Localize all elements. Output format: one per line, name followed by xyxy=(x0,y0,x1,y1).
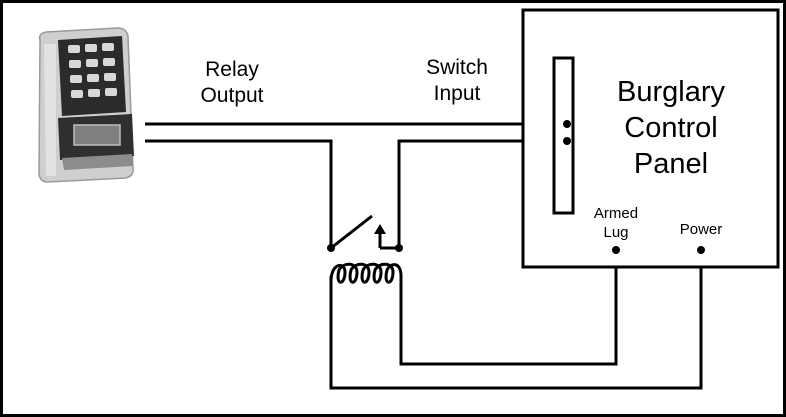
relay-output-label-line2: Output xyxy=(200,84,263,107)
wires xyxy=(145,122,703,390)
armed-lug-label-line1: Armed xyxy=(594,205,638,222)
power-label: Power xyxy=(680,221,723,238)
power-terminal xyxy=(697,246,705,254)
switch-input-label-line1: Switch xyxy=(426,56,488,79)
panel-title-line3: Panel xyxy=(634,148,708,180)
keypad-lock-device-icon xyxy=(38,27,134,183)
panel-title-line2: Control xyxy=(624,112,718,144)
wire-coil-to-power xyxy=(329,250,703,390)
switch-input-label-line2: Input xyxy=(434,82,481,105)
relay-coil-icon xyxy=(329,262,403,284)
relay-switch-icon xyxy=(327,214,403,252)
armed-lug-label-line2: Lug xyxy=(603,224,628,241)
wire-switch-return xyxy=(397,139,567,248)
armed-lug-terminal xyxy=(612,246,620,254)
switch-input-terminal-1 xyxy=(563,120,571,128)
switch-input-terminal-strip xyxy=(552,56,575,215)
wire-relay-output-bottom xyxy=(145,139,333,248)
panel-title-line1: Burglary xyxy=(617,76,725,108)
switch-input-terminal-2 xyxy=(563,137,571,145)
relay-output-label-line1: Relay xyxy=(205,58,259,81)
wire-coil-to-armed-lug xyxy=(399,250,618,366)
